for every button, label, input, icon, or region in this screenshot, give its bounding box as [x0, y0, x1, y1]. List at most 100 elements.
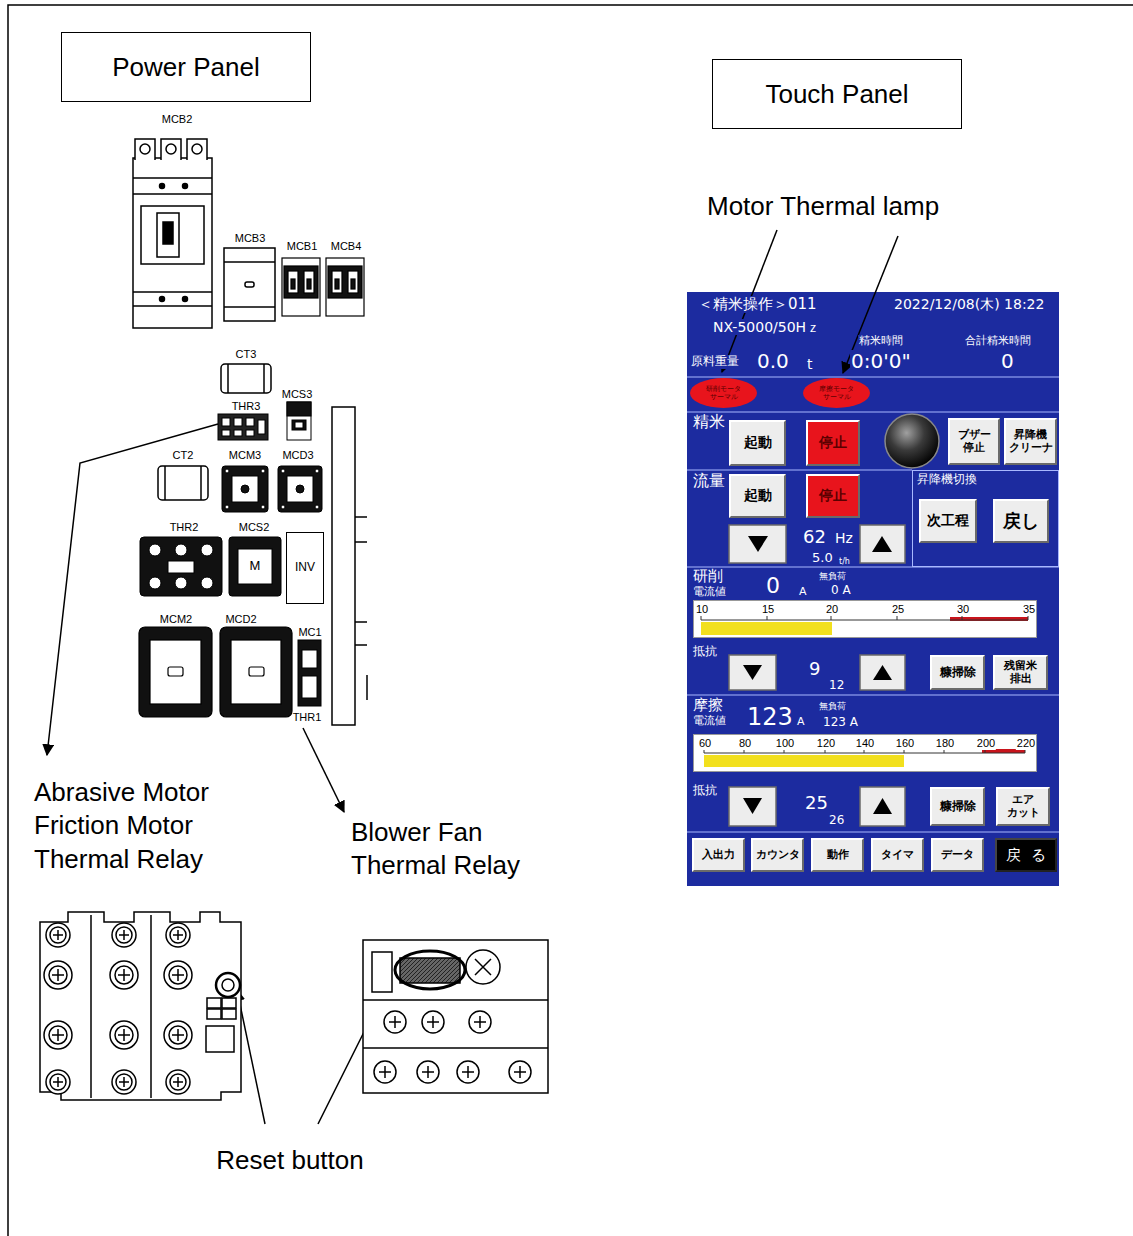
node-text: 電流値	[692, 586, 727, 599]
node-text: 12	[828, 679, 845, 693]
mcb2-breaker	[133, 177, 212, 179]
part-label: MCD2	[225, 612, 256, 626]
blower-relay-detail	[389, 1016, 401, 1028]
abrasive-relay-detail	[49, 1026, 67, 1044]
mcd3-contactor	[278, 466, 322, 512]
node-text: 9	[808, 659, 821, 680]
clean-button: 糠掃除	[930, 787, 985, 826]
node-text: 5.0	[811, 551, 834, 566]
node-text: 入出力	[702, 849, 735, 861]
node-text: 残留米 排出	[997, 660, 1044, 684]
thr3-relay	[234, 430, 242, 436]
blower-relay-detail	[384, 1011, 406, 1033]
mcs2-contactor	[229, 537, 281, 596]
touch-screen-graphics	[748, 536, 768, 552]
mcb3-breaker	[224, 248, 275, 321]
thermal-lamp: 摩擦モータ サーマル	[803, 378, 870, 408]
menu-button: データ	[931, 838, 984, 872]
node-text: 動作	[827, 849, 849, 861]
abrasive-relay-detail	[118, 1029, 130, 1041]
touch-screen-graphics	[687, 292, 1059, 886]
touch-screen-graphics	[897, 615, 898, 620]
node-text: 精米	[692, 413, 726, 431]
node-text: t/h	[838, 557, 851, 566]
part-label: MCB2	[162, 112, 193, 126]
thr2-relay	[175, 544, 187, 556]
mcs2-contactor	[229, 537, 281, 596]
abrasive-relay-detail	[40, 912, 241, 1100]
mcb3-breaker	[245, 282, 254, 287]
thr2-relay	[149, 577, 161, 589]
mcb1-breaker	[282, 258, 320, 316]
node-text: ＜精米操作＞011	[697, 296, 818, 313]
abrasive-relay-detail	[150, 915, 152, 1098]
mcb2-breaker	[133, 158, 212, 328]
node-text: 原料重量	[690, 355, 740, 369]
node-text: 200	[976, 737, 996, 750]
blower-relay-detail	[363, 1047, 548, 1049]
thr3-relay	[218, 414, 268, 440]
touch-screen-graphics	[704, 755, 904, 767]
node-text: 無負荷	[818, 571, 847, 581]
mcs3-contactor	[287, 402, 311, 440]
part-label: MCB4	[331, 239, 362, 253]
abrasive-relay-detail	[115, 1026, 133, 1044]
abrasive-relay-detail	[173, 930, 183, 940]
node-text: 25	[891, 603, 905, 616]
thr3-relay	[258, 420, 265, 434]
abrasive-relay-detail	[222, 1009, 236, 1019]
leader-line	[303, 728, 344, 812]
node-text: 起動	[744, 488, 772, 503]
mcb2-breaker	[183, 297, 188, 302]
node-text: Hz	[834, 530, 854, 546]
mcd3-contactor	[315, 469, 319, 473]
part-label: CT3	[236, 347, 257, 361]
mcs2-contactor	[238, 549, 272, 584]
touch-screen-graphics	[701, 615, 702, 620]
callout-text: Abrasive Motor Friction Motor Thermal Re…	[34, 776, 259, 876]
node-text: 0.0	[756, 350, 790, 373]
discharge-button: 残留米 排出	[993, 655, 1048, 690]
node-text: 180	[935, 737, 955, 750]
abrasive-relay-detail	[222, 979, 234, 991]
touch-screen-graphics	[701, 615, 1028, 620]
node-text: 糠掃除	[940, 666, 976, 679]
thr3-relay	[246, 418, 254, 426]
node-text: 0 A	[830, 584, 852, 598]
part-label: THR3	[232, 399, 261, 413]
title-box: Touch Panel	[712, 59, 962, 129]
touch-screen-graphics	[767, 615, 768, 620]
touch-screen: ＜精米操作＞0112022/12/08(木) 18:22NX-5000/50Hｚ…	[687, 292, 1059, 886]
blower-relay-detail	[457, 1061, 479, 1083]
mcs3-contactor	[292, 420, 306, 430]
node-text: 停止	[819, 435, 847, 450]
terminal-rail	[332, 407, 355, 725]
thr2-relay	[175, 577, 187, 589]
abrasive-relay-detail	[170, 927, 186, 943]
mcb2-breaker	[163, 222, 173, 244]
blower-relay-detail	[379, 1066, 391, 1078]
mcd3-contactor	[296, 485, 304, 493]
frame	[8, 5, 1133, 1236]
mcb2-breaker	[140, 144, 150, 154]
touch-screen-graphics	[885, 414, 939, 468]
abrasive-relay-detail	[52, 969, 64, 981]
mcd3-contactor	[278, 466, 322, 512]
ct3-transformer	[227, 364, 229, 393]
thr3-relay	[234, 418, 242, 426]
touch-screen-graphics	[701, 622, 832, 635]
mcs3-contactor	[295, 422, 303, 428]
node-text: 次工程	[927, 513, 969, 528]
mcb4-breaker	[351, 279, 355, 289]
ct2-transformer	[158, 466, 208, 500]
next-button: 次工程	[919, 499, 977, 543]
node-text: 80	[738, 737, 752, 750]
abrasive-relay-detail	[118, 969, 130, 981]
mcb2-breaker	[166, 144, 176, 154]
blower-relay-detail	[400, 958, 460, 983]
mc1-contactor	[298, 640, 321, 706]
touch-screen-graphics	[693, 600, 1037, 638]
mc1-contactor	[298, 640, 321, 706]
part-label: MCS3	[282, 387, 313, 401]
abrasive-relay-detail	[110, 961, 138, 989]
